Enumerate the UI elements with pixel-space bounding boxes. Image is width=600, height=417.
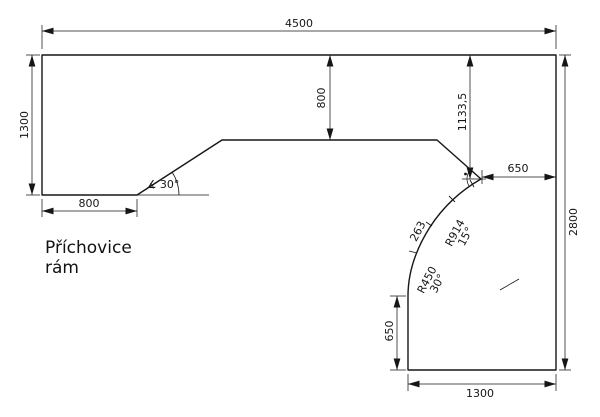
dim-label-top-width: 4500 <box>285 17 313 30</box>
dim-label-tab-width: 1300 <box>466 387 494 400</box>
dimension-right-height: 2800 <box>559 54 580 371</box>
dim-label-notch-width: 800 <box>79 197 100 210</box>
leader-mark <box>499 278 520 291</box>
dimension-tab-width: 1300 <box>407 374 557 400</box>
tangent-tick <box>408 250 418 254</box>
dim-label-left-height: 1300 <box>18 111 31 139</box>
drawing-title: Příchovice rám <box>45 238 132 278</box>
dim-label-tab-height: 650 <box>383 321 396 342</box>
tangent-tick <box>469 179 475 188</box>
spike-reference-dot <box>464 172 467 176</box>
dimension-left-height: 1300 <box>18 54 40 196</box>
dimension-spike-offset: 650 <box>481 162 556 184</box>
dimension-tab-height: 650 <box>383 295 406 371</box>
drawing-title-line2: rám <box>45 258 79 278</box>
dimension-notch-width: 800 <box>41 197 138 217</box>
spike-angle-arc <box>466 168 472 187</box>
dim-label-right-height: 2800 <box>567 208 580 236</box>
dim-label-spike-offset: 650 <box>508 162 529 175</box>
annotation-spike-angle <box>464 168 472 187</box>
part-outline-path <box>41 54 557 371</box>
annotation-slope-angle: ∡ 30° <box>137 171 209 196</box>
dim-label-right-drop: 1133,5 <box>456 93 469 132</box>
curve-tick-marks <box>408 179 475 254</box>
dimension-top-width: 4500 <box>41 17 557 49</box>
tangent-tick <box>448 195 456 203</box>
dimension-mid-depth: 800 <box>315 55 334 140</box>
angle-arc <box>171 171 180 196</box>
angle-label: ∡ 30° <box>147 178 180 191</box>
tangent-tick <box>425 221 433 227</box>
drawing-title-line1: Příchovice <box>45 238 132 258</box>
dim-label-mid-depth: 800 <box>315 88 328 109</box>
